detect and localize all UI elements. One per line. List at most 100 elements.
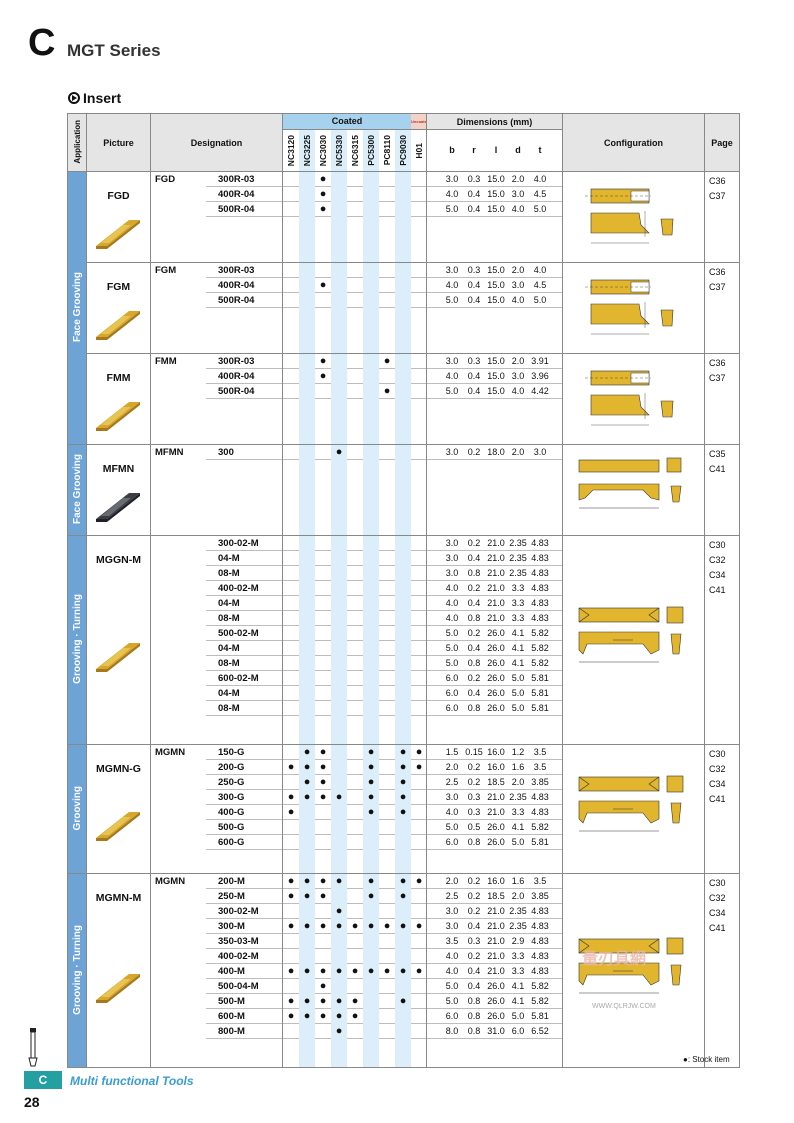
- grade-mark: [395, 933, 412, 949]
- grade-mark: [331, 655, 348, 671]
- grade-mark: [315, 384, 331, 399]
- dim-value: 3.0: [445, 446, 459, 457]
- dim-value: 4.83: [531, 567, 549, 578]
- dim-value: 15.0: [487, 279, 505, 290]
- grade-row: [283, 670, 426, 686]
- dim-value: 3.3: [511, 612, 525, 623]
- grade-row: ●: [283, 383, 426, 399]
- dim-value: 0.4: [467, 370, 481, 381]
- grade-mark: [379, 904, 395, 919]
- grade-mark: [283, 656, 299, 671]
- designation-row: 150-G: [205, 746, 282, 760]
- dim-value: 8.0: [445, 1025, 459, 1036]
- dim-value: 0.8: [467, 836, 481, 847]
- dim-value: 18.5: [487, 890, 505, 901]
- grade-mark: [411, 1009, 426, 1024]
- grade-mark: [331, 368, 348, 384]
- grade-mark: ●: [415, 919, 423, 932]
- page-ref: C32: [709, 555, 726, 565]
- watermark: 量刃具網: [582, 951, 647, 968]
- dim-value: 4.83: [531, 950, 549, 961]
- grade-mark: [331, 292, 348, 308]
- grade-mark: [395, 536, 412, 551]
- grade-mark: [299, 186, 316, 202]
- grade-mark: ●: [299, 993, 316, 1009]
- grade-mark: [363, 550, 380, 566]
- grade-mark: [395, 580, 412, 596]
- grade-mark: [331, 277, 348, 293]
- dim-value: 21.0: [487, 567, 505, 578]
- designation-prefix: [150, 535, 206, 745]
- grade-mark: [347, 264, 363, 278]
- grade-mark: ●: [351, 919, 359, 932]
- chapter-letter: C: [28, 22, 56, 64]
- dim-value: 26.0: [487, 687, 505, 698]
- dim-value: 4.0: [445, 188, 459, 199]
- grade-mark: [347, 656, 363, 671]
- dim-value: 0.3: [467, 806, 481, 817]
- page-ref: C41: [709, 923, 726, 933]
- grade-mark: [411, 264, 426, 278]
- grade-row: ●●●●●: [283, 1008, 426, 1024]
- grade-mark: ●: [395, 888, 412, 904]
- designation-prefix: MFMN: [150, 444, 206, 536]
- grade-mark: [299, 655, 316, 671]
- dim-value: 4.0: [445, 806, 459, 817]
- grade-mark: [283, 596, 299, 611]
- dim-value: 5.0: [511, 687, 525, 698]
- dim-value: 0.2: [467, 761, 481, 772]
- grade-mark: [331, 172, 348, 187]
- configuration-cell: [562, 444, 706, 536]
- grade-mark: [395, 700, 412, 716]
- grade-mark: ●: [299, 1008, 316, 1024]
- grade-mark: [299, 565, 316, 581]
- dim-header: t: [538, 145, 542, 155]
- grade-row: ●: [283, 445, 426, 460]
- dim-value: 4.83: [531, 537, 549, 548]
- grade-mark: [283, 369, 299, 384]
- grade-mark: [299, 625, 316, 641]
- grade-mark: [379, 686, 395, 701]
- grade-mark: [411, 934, 426, 949]
- watermark-url: WWW.QLRJW.COM: [592, 1003, 656, 1010]
- insert-table: Application Picture Designation Coated U…: [67, 113, 741, 1068]
- dim-value: 0.2: [467, 446, 481, 457]
- grade-mark: [283, 934, 299, 949]
- dim-value: 3.0: [511, 188, 525, 199]
- grade-mark: [347, 949, 363, 964]
- dim-value: 3.5: [533, 746, 547, 757]
- grade-mark: [411, 641, 426, 656]
- grade-mark: [411, 656, 426, 671]
- dim-value: 15.0: [487, 264, 505, 275]
- page-ref: C36: [709, 176, 726, 186]
- grade-mark: [363, 819, 380, 835]
- footer-category: Multi functional Tools: [70, 1074, 194, 1088]
- grade-mark: ●: [319, 889, 327, 902]
- dim-value: 2.5: [445, 776, 459, 787]
- grade-mark: [411, 355, 426, 369]
- grade-mark: [283, 202, 299, 217]
- grade-mark: ●: [331, 445, 348, 460]
- dim-value: 0.4: [467, 980, 481, 991]
- grade-mark: [299, 550, 316, 566]
- grade-mark: [331, 201, 348, 217]
- grade-mark: [299, 670, 316, 686]
- grade-mark: [411, 551, 426, 566]
- grade-mark: [363, 172, 380, 187]
- grade-mark: [283, 979, 299, 994]
- dim-value: 21.0: [487, 920, 505, 931]
- dim-value: 0.2: [467, 776, 481, 787]
- grade-mark: ●: [395, 789, 412, 805]
- designation-row: 500-G: [205, 820, 282, 835]
- designation-row: 300-02-M: [205, 537, 282, 551]
- dim-value: 1.5: [445, 746, 459, 757]
